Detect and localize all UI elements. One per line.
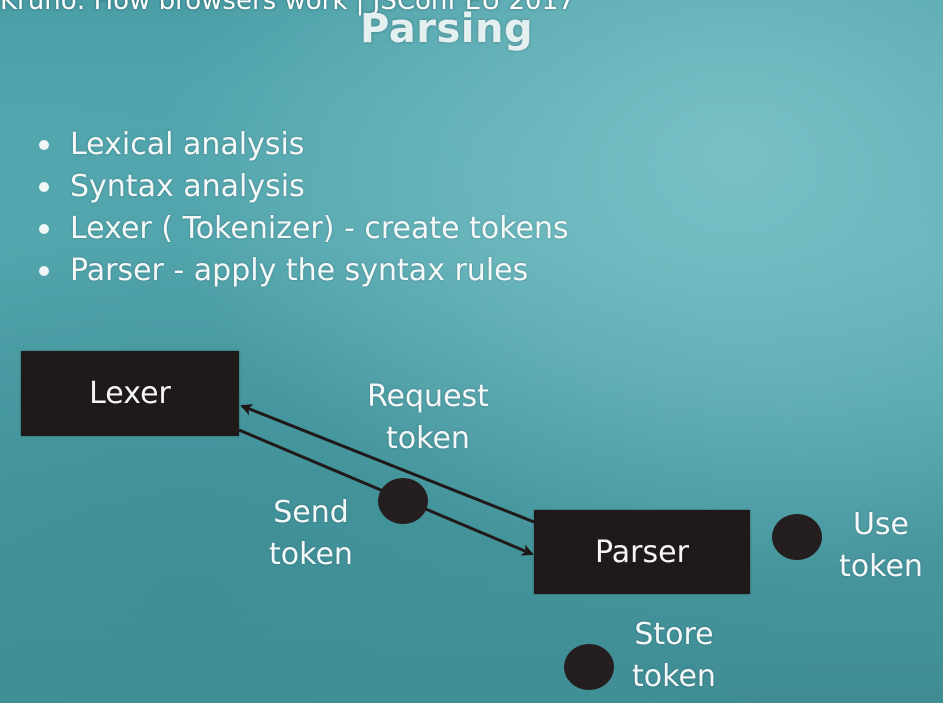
request-token-arrow [240,404,535,524]
request-token-label: Request token [348,376,508,460]
bullet-item: Syntax analysis [36,166,569,208]
lexer-label: Lexer [89,376,171,411]
store-token-line-1: Store [634,617,714,652]
store-token-dot [564,644,614,690]
use-token-line-2: token [839,549,923,584]
send-token-label: Send token [246,492,376,576]
request-token-line-1: Request [367,379,489,414]
use-token-line-1: Use [852,507,910,542]
store-token-line-2: token [632,659,716,694]
bullet-item: Lexical analysis [36,124,569,166]
use-token-dot [772,514,822,560]
use-token-label: Use token [826,504,936,588]
parser-label: Parser [595,534,689,570]
store-token-label: Store token [614,614,734,698]
bullet-list: Lexical analysis Syntax analysis Lexer (… [36,124,569,292]
request-token-line-2: token [386,421,470,456]
parser-box: Parser [534,510,750,594]
slide-title: Parsing [360,6,534,52]
bullet-item: Parser - apply the syntax rules [36,250,569,292]
token-dot [378,478,428,524]
lexer-box: Lexer [21,351,239,436]
bullet-item: Lexer ( Tokenizer) - create tokens [36,208,569,250]
send-token-line-2: token [269,537,353,572]
video-title-overlay: Kruno: How browsers work | JSConf EU 201… [0,0,575,16]
send-token-line-1: Send [273,495,349,530]
